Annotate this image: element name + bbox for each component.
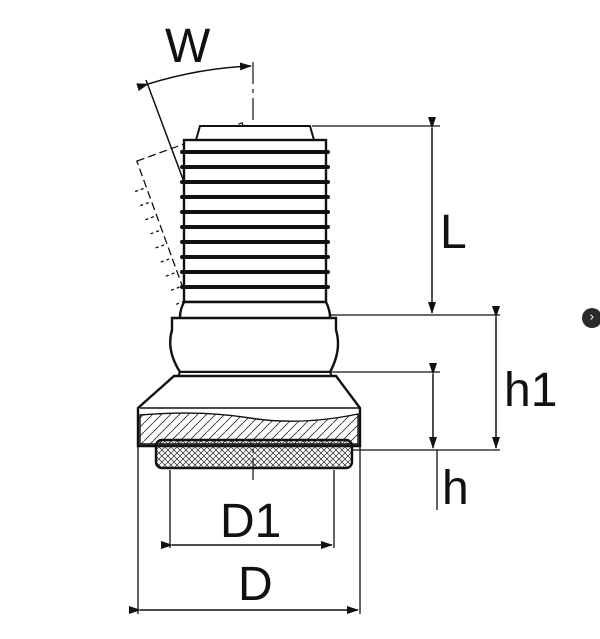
pad bbox=[154, 438, 354, 470]
label-h1: h1 bbox=[504, 364, 557, 417]
base-body bbox=[136, 374, 362, 448]
next-image-button[interactable]: › bbox=[582, 308, 600, 328]
extension-lines bbox=[137, 125, 500, 614]
label-w: W bbox=[165, 20, 211, 73]
chevron-right-icon: › bbox=[589, 310, 595, 325]
threaded-stud bbox=[178, 125, 332, 332]
label-h: h bbox=[442, 462, 469, 515]
label-d: D bbox=[238, 558, 273, 611]
label-l: L bbox=[440, 206, 467, 259]
label-d1: D1 bbox=[220, 495, 281, 548]
dimension-lines bbox=[129, 117, 500, 614]
